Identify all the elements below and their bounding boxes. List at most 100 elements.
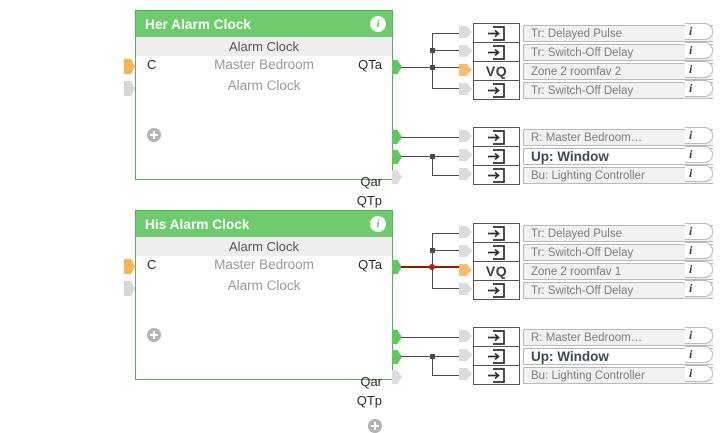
- target-info-button[interactable]: i: [685, 80, 713, 97]
- info-icon[interactable]: i: [370, 216, 386, 232]
- info-icon: i: [689, 262, 693, 276]
- target-input-port-icon: [459, 168, 472, 180]
- target-row[interactable]: Bu: Lighting Controller i: [459, 165, 713, 185]
- target-label[interactable]: Bu: Lighting Controller: [523, 167, 713, 184]
- target-label-wrap: R: Master Bedroom… i: [520, 127, 713, 147]
- target-row[interactable]: Up: Window i: [459, 346, 713, 366]
- target-label[interactable]: Tr: Switch-Off Delay: [523, 82, 713, 99]
- target-label[interactable]: Tr: Delayed Pulse: [523, 25, 713, 42]
- info-icon[interactable]: i: [370, 16, 386, 32]
- logic-group: Her Alarm Clock i Alarm Clock C Master B…: [0, 0, 720, 233]
- function-block[interactable]: His Alarm Clock i Alarm Clock C Master B…: [135, 210, 393, 433]
- target-label[interactable]: Up: Window: [523, 148, 713, 165]
- target-label[interactable]: Tr: Switch-Off Delay: [523, 244, 713, 261]
- wire-qtp-branch: [432, 375, 461, 376]
- block-io-row: C Master Bedroom QTa: [136, 56, 392, 79]
- target-info-button[interactable]: i: [685, 327, 713, 344]
- info-icon: i: [689, 366, 693, 380]
- target-input-port-icon: [459, 226, 472, 238]
- target-row[interactable]: R: Master Bedroom… i: [459, 127, 713, 147]
- target-info-button[interactable]: i: [685, 42, 713, 59]
- target-info-button[interactable]: i: [685, 127, 713, 144]
- target-label[interactable]: R: Master Bedroom…: [523, 129, 713, 146]
- block-header[interactable]: Her Alarm Clock i: [136, 11, 392, 37]
- target-input-port-icon: [459, 130, 472, 142]
- wire-qta-branch-4: [432, 288, 461, 289]
- import-into-block-glyph: [488, 44, 505, 60]
- target-label-text: Zone 2 roomfav 1: [531, 265, 622, 278]
- wire-qtp-branch: [432, 175, 461, 176]
- function-block[interactable]: Her Alarm Clock i Alarm Clock C Master B…: [135, 10, 393, 233]
- target-row[interactable]: Up: Window i: [459, 146, 713, 166]
- vq-label: VQ: [485, 63, 508, 79]
- block-type-band: Alarm Clock: [136, 237, 392, 256]
- target-info-button[interactable]: i: [685, 346, 713, 363]
- output-port-qar[interactable]: [392, 130, 402, 144]
- target-label[interactable]: Zone 2 roomfav 2: [523, 63, 713, 80]
- plus-circle-icon[interactable]: [368, 419, 382, 433]
- target-info-button[interactable]: i: [685, 280, 713, 297]
- output-label-qta: QTa: [358, 57, 382, 72]
- output-port-qtp[interactable]: [392, 150, 402, 164]
- plus-circle-icon[interactable]: [147, 128, 161, 142]
- import-into-block-glyph: [488, 82, 505, 98]
- target-label[interactable]: Zone 2 roomfav 1: [523, 263, 713, 280]
- output-port-add[interactable]: [392, 370, 402, 384]
- output-port-qtp[interactable]: [392, 350, 402, 364]
- output-port-add[interactable]: [392, 170, 402, 184]
- target-info-button[interactable]: i: [685, 242, 713, 259]
- target-row[interactable]: VQ Zone 2 roomfav 2 i: [459, 61, 713, 81]
- info-icon: i: [689, 147, 693, 161]
- target-label[interactable]: Tr: Switch-Off Delay: [523, 44, 713, 61]
- target-row[interactable]: Tr: Switch-Off Delay i: [459, 242, 713, 262]
- target-info-button[interactable]: i: [685, 223, 713, 240]
- target-input-port-icon: [459, 83, 472, 95]
- input-port-orange[interactable]: [124, 59, 135, 74]
- target-label[interactable]: Bu: Lighting Controller: [523, 367, 713, 384]
- target-list-bottom: R: Master Bedroom… i Up: Window: [459, 127, 713, 185]
- block-header[interactable]: His Alarm Clock i: [136, 211, 392, 237]
- info-icon: i: [689, 43, 693, 57]
- target-row[interactable]: Bu: Lighting Controller i: [459, 365, 713, 385]
- target-input-port-icon: [459, 245, 472, 257]
- target-row[interactable]: Tr: Switch-Off Delay i: [459, 80, 713, 100]
- output-label-qtp: QTp: [356, 193, 382, 208]
- target-info-button[interactable]: i: [685, 261, 713, 278]
- target-label[interactable]: Tr: Switch-Off Delay: [523, 282, 713, 299]
- target-row[interactable]: Tr: Delayed Pulse i: [459, 23, 713, 43]
- target-label[interactable]: R: Master Bedroom…: [523, 329, 713, 346]
- block-location-name: Master Bedroom: [214, 257, 314, 272]
- target-label-text: R: Master Bedroom…: [531, 331, 643, 344]
- input-port-grey[interactable]: [124, 81, 135, 96]
- input-port-orange[interactable]: [124, 259, 135, 274]
- target-label[interactable]: Up: Window: [523, 348, 713, 365]
- plus-circle-icon[interactable]: [147, 328, 161, 342]
- target-row[interactable]: Tr: Switch-Off Delay i: [459, 42, 713, 62]
- target-label[interactable]: Tr: Delayed Pulse: [523, 225, 713, 242]
- import-into-block-icon: [473, 42, 520, 62]
- target-input-port-icon-orange: [459, 264, 472, 276]
- wire-qta-branch-1: [432, 33, 461, 34]
- target-row[interactable]: VQ Zone 2 roomfav 1 i: [459, 261, 713, 281]
- block-body: C Master Bedroom QTa Alarm Clock Qar QTp: [136, 256, 392, 433]
- target-info-button[interactable]: i: [685, 23, 713, 40]
- target-info-button[interactable]: i: [685, 146, 713, 163]
- input-port-grey[interactable]: [124, 281, 135, 296]
- info-icon: i: [689, 224, 693, 238]
- target-label-wrap: Zone 2 roomfav 1 i: [520, 261, 713, 281]
- output-port-qta[interactable]: [392, 260, 402, 274]
- target-info-button[interactable]: i: [685, 61, 713, 78]
- wire-junction-dot: [430, 354, 435, 359]
- target-info-button[interactable]: i: [685, 365, 713, 382]
- output-port-qar[interactable]: [392, 330, 402, 344]
- target-row[interactable]: Tr: Switch-Off Delay i: [459, 280, 713, 300]
- import-into-block-glyph: [488, 167, 505, 183]
- output-port-qta[interactable]: [392, 60, 402, 74]
- import-into-block-icon: [473, 23, 520, 43]
- output-label-qta: QTa: [358, 257, 382, 272]
- wire-qta-branch-2: [432, 50, 461, 51]
- target-row[interactable]: R: Master Bedroom… i: [459, 327, 713, 347]
- target-row[interactable]: Tr: Delayed Pulse i: [459, 223, 713, 243]
- block-subtitle-row: Alarm Clock: [136, 278, 392, 300]
- target-info-button[interactable]: i: [685, 165, 713, 182]
